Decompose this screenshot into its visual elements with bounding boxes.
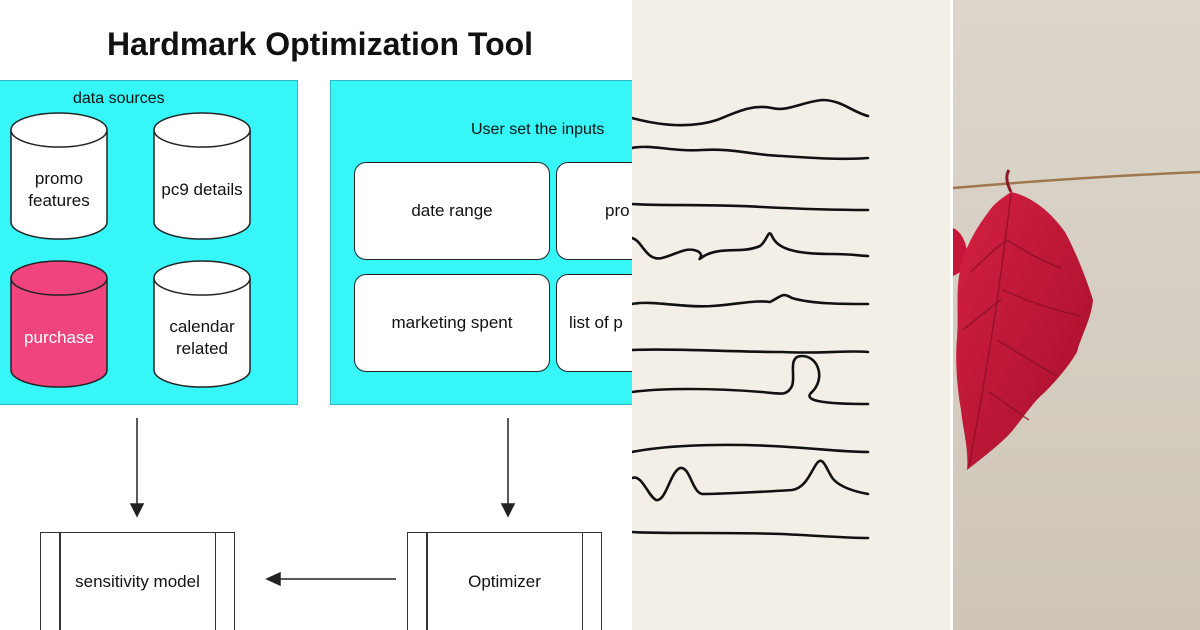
- red-leaf: [956, 192, 1093, 470]
- squiggle-lines-image: [632, 0, 950, 630]
- user-inputs-label: User set the inputs: [471, 121, 605, 138]
- data-sources-label: data sources: [73, 90, 165, 107]
- sensitivity-model-box: sensitivity model: [40, 532, 235, 630]
- connector-arrows: [129, 418, 516, 587]
- date-range-card: date range: [354, 162, 550, 260]
- database-icon: [153, 260, 251, 388]
- leaf-illustration: [953, 0, 1200, 630]
- process-label: Optimizer: [468, 572, 541, 591]
- cylinder-label: pc9 details: [161, 180, 243, 199]
- list-input-card: list of p: [556, 274, 632, 372]
- database-icon: [10, 260, 108, 388]
- diagram-title: Hardmark Optimization Tool: [106, 26, 534, 62]
- squiggle-lines-illustration: [632, 98, 870, 540]
- arrowhead-down-icon: [129, 503, 145, 518]
- marketing-spent-card: marketing spent: [354, 274, 550, 372]
- database-icon: [153, 112, 251, 240]
- cylinder-label: promo features: [28, 169, 90, 210]
- panel-divider: [950, 0, 953, 630]
- calendar-related-cylinder: calendar related: [153, 260, 251, 388]
- input-card-label: pro: [605, 201, 630, 220]
- cylinder-label: calendar related: [169, 317, 235, 358]
- arrowhead-left-icon: [265, 571, 281, 587]
- red-leaf-photo: [953, 0, 1200, 630]
- database-icon: [10, 112, 108, 240]
- pc9-details-cylinder: pc9 details: [153, 112, 251, 240]
- leaf-stem: [1005, 169, 1013, 193]
- cylinder-label: purchase: [24, 328, 94, 347]
- diagram-panel: Hardmark Optimization Tool data sources …: [0, 26, 632, 630]
- promo-features-cylinder: promo features: [10, 112, 108, 240]
- promo-input-card: pro: [556, 162, 632, 260]
- process-label: sensitivity model: [75, 572, 200, 591]
- string-line: [953, 170, 1200, 190]
- arrowhead-down-icon: [500, 503, 516, 518]
- input-card-label: list of p: [569, 313, 623, 332]
- purchase-cylinder: purchase: [10, 260, 108, 388]
- optimizer-box: Optimizer: [407, 532, 602, 630]
